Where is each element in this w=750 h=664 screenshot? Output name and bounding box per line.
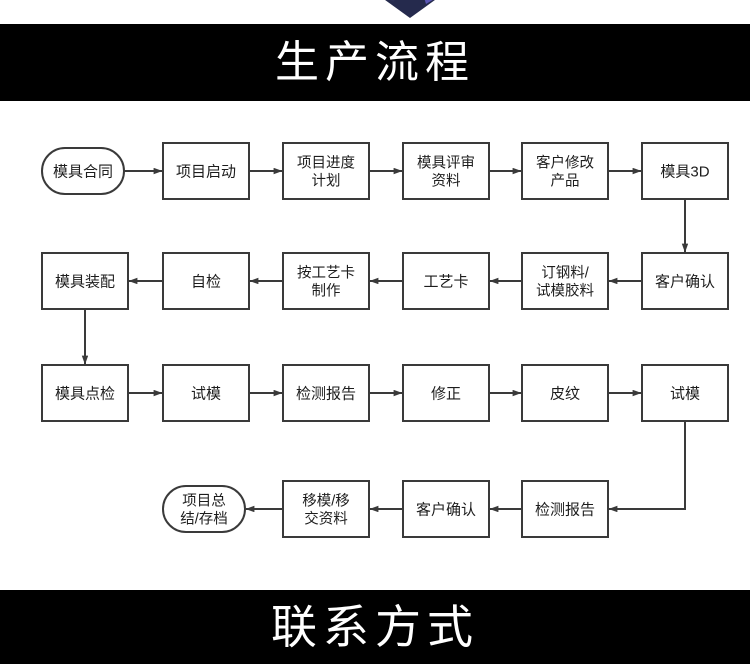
flow-node-label: 试模	[191, 386, 221, 403]
flow-node-label: 试模	[670, 386, 700, 403]
flow-node-n16: 修正	[402, 364, 490, 422]
process-shape	[282, 364, 370, 422]
process-shape	[402, 252, 490, 310]
flow-node-n21: 移模/移交资料	[282, 480, 370, 538]
flow-node-label: 模具3D	[660, 164, 709, 181]
flow-node-label: 模具合同	[53, 164, 113, 181]
flow-node-n18: 试模	[641, 364, 729, 422]
flow-node-label: 模具点检	[55, 386, 115, 403]
process-shape	[521, 252, 609, 310]
flow-node-label: 皮纹	[550, 386, 580, 403]
flow-node-label: 模具装配	[55, 274, 115, 291]
flow-node-n15: 检测报告	[282, 364, 370, 422]
flow-node-label: 订钢料/试模胶料	[536, 265, 594, 300]
flow-node-n13: 模具点检	[41, 364, 129, 422]
footer-banner: 联系方式	[0, 590, 750, 664]
flow-edges	[81, 167, 689, 513]
flow-node-n20: 客户确认	[402, 480, 490, 538]
flow-node-n10: 按工艺卡制作	[282, 252, 370, 310]
flow-node-n14: 试模	[162, 364, 250, 422]
flow-node-n1: 模具合同	[41, 147, 125, 195]
process-shape	[282, 252, 370, 310]
flow-node-label: 检测报告	[296, 386, 356, 403]
flow-node-label: 项目进度计划	[297, 155, 355, 190]
flow-node-n2: 项目启动	[162, 142, 250, 200]
flow-node-n9: 工艺卡	[402, 252, 490, 310]
process-shape	[402, 480, 490, 538]
process-shape	[282, 142, 370, 200]
flow-node-label: 模具评审资料	[417, 155, 475, 190]
process-shape	[521, 142, 609, 200]
flow-node-n17: 皮纹	[521, 364, 609, 422]
process-shape	[641, 142, 729, 200]
process-shape	[162, 364, 250, 422]
flow-node-label: 客户确认	[416, 502, 476, 519]
logo-icon	[385, 0, 435, 18]
flow-node-label: 移模/移交资料	[302, 493, 350, 528]
flow-nodes: 模具合同 项目启动 项目进度计划 模具评审资料 客户修改产品 模具3D 模具装配 自检 按工艺卡…	[41, 142, 729, 538]
flow-node-label: 项目总结/存档	[180, 493, 228, 528]
flow-node-label: 修正	[431, 386, 461, 403]
process-shape	[282, 480, 370, 538]
flow-node-label: 按工艺卡制作	[297, 265, 355, 300]
page-title: 生产流程	[275, 37, 475, 87]
process-shape	[402, 142, 490, 200]
terminator-shape	[41, 147, 125, 195]
process-shape	[641, 252, 729, 310]
process-shape	[641, 364, 729, 422]
connector-trial-to-report	[608, 421, 686, 513]
flow-node-n12: 模具装配	[41, 252, 129, 310]
flow-node-n5: 客户修改产品	[521, 142, 609, 200]
header-banner: 生产流程	[0, 24, 750, 101]
flow-node-n11: 自检	[162, 252, 250, 310]
flow-node-label: 客户修改产品	[536, 155, 594, 190]
flowchart-svg: 模具合同 项目启动 项目进度计划 模具评审资料 客户修改产品 模具3D 模具装配 自检 按工艺卡…	[41, 142, 729, 538]
flow-node-n8: 订钢料/试模胶料	[521, 252, 609, 310]
flow-node-n22: 项目总结/存档	[162, 485, 246, 533]
process-shape	[521, 364, 609, 422]
process-shape	[41, 252, 129, 310]
flow-node-label: 自检	[191, 274, 221, 291]
flow-node-label: 检测报告	[535, 502, 595, 519]
process-shape	[162, 252, 250, 310]
footer-title: 联系方式	[271, 601, 479, 653]
flow-node-label: 项目启动	[176, 164, 236, 181]
flow-node-n6: 模具3D	[641, 142, 729, 200]
flow-node-n19: 检测报告	[521, 480, 609, 538]
flowchart-diagram: 模具合同 项目启动 项目进度计划 模具评审资料 客户修改产品 模具3D 模具装配 自检 按工艺卡…	[0, 101, 750, 590]
process-shape	[402, 364, 490, 422]
process-shape	[41, 364, 129, 422]
flow-node-n3: 项目进度计划	[282, 142, 370, 200]
flow-node-n7: 客户确认	[641, 252, 729, 310]
terminator-shape	[162, 485, 246, 533]
flow-node-label: 工艺卡	[423, 274, 468, 291]
process-shape	[521, 480, 609, 538]
process-shape	[162, 142, 250, 200]
flow-node-n4: 模具评审资料	[402, 142, 490, 200]
flow-node-label: 客户确认	[655, 274, 715, 291]
